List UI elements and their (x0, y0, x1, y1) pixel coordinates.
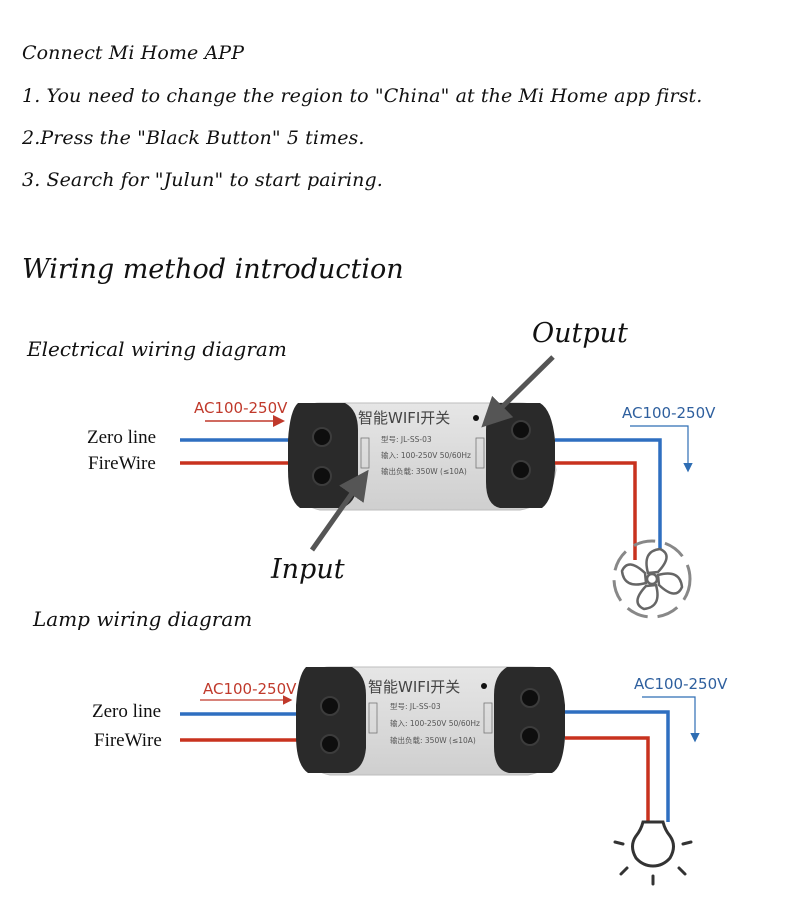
step-3-text: 3. Search for "Julun" to start pairing. (22, 169, 383, 191)
zero-line-label: Zero line (87, 427, 157, 448)
output-terminal (486, 403, 555, 508)
firewire-wire-out-lamp (565, 736, 650, 822)
zero-line-wire-out (555, 438, 662, 560)
fan-icon (612, 539, 692, 619)
black-button-lamp (481, 683, 487, 689)
input-terminal (288, 403, 358, 508)
ac-input-label: AC100-250V (194, 399, 288, 417)
device-input-text: 输入: 100-250V 50/60Hz (381, 450, 471, 460)
device-brand-text-lamp: 智能WIFI开关 (368, 678, 460, 696)
ac-output-arrow (630, 425, 693, 473)
input-terminal-lamp (296, 667, 366, 773)
zero-line-label-lamp: Zero line (92, 701, 162, 722)
firewire-label: FireWire (88, 453, 156, 474)
device-load-text-lamp: 输出负载: 350W (≤10A) (390, 735, 476, 745)
step-1-text: 1. You need to change the region to "Chi… (22, 85, 703, 107)
device-load-text: 输出负载: 350W (≤10A) (381, 466, 467, 476)
input-pointer-arrow (309, 469, 369, 552)
ac-output-label: AC100-250V (622, 404, 716, 422)
device-input-text-lamp: 输入: 100-250V 50/60Hz (390, 718, 480, 728)
lamp-diagram: AC100-250V 智能WIFI开关 型号: JL-SS-03 输入: 100… (180, 666, 728, 886)
output-label: Output (532, 318, 628, 349)
zero-line-wire-out-lamp (565, 710, 670, 822)
firewire-wire-out (555, 461, 637, 560)
electrical-diagram: AC100-250V 智能WIFI开关 型号: JL-SS-03 输入: 100… (180, 355, 716, 619)
wiring-heading: Wiring method introduction (22, 254, 404, 285)
lightbulb-icon (613, 820, 693, 886)
ac-input-label-lamp: AC100-250V (203, 680, 297, 698)
electrical-diagram-title: Electrical wiring diagram (27, 337, 287, 361)
ac-output-label-lamp: AC100-250V (634, 675, 728, 693)
device-model-text-lamp: 型号: JL-SS-03 (390, 702, 441, 711)
device-brand-text: 智能WIFI开关 (358, 409, 450, 427)
lamp-diagram-title: Lamp wiring diagram (33, 607, 253, 631)
input-label: Input (271, 554, 345, 585)
output-pointer-arrow (481, 355, 555, 428)
step-2-text: 2.Press the "Black Button" 5 times. (22, 127, 365, 149)
device-model-text: 型号: JL-SS-03 (381, 435, 432, 444)
app-connect-title: Connect Mi Home APP (22, 42, 245, 64)
ac-output-arrow-lamp (642, 696, 700, 743)
output-terminal-lamp (494, 667, 565, 773)
black-button (473, 415, 479, 421)
firewire-label-lamp: FireWire (94, 730, 162, 751)
